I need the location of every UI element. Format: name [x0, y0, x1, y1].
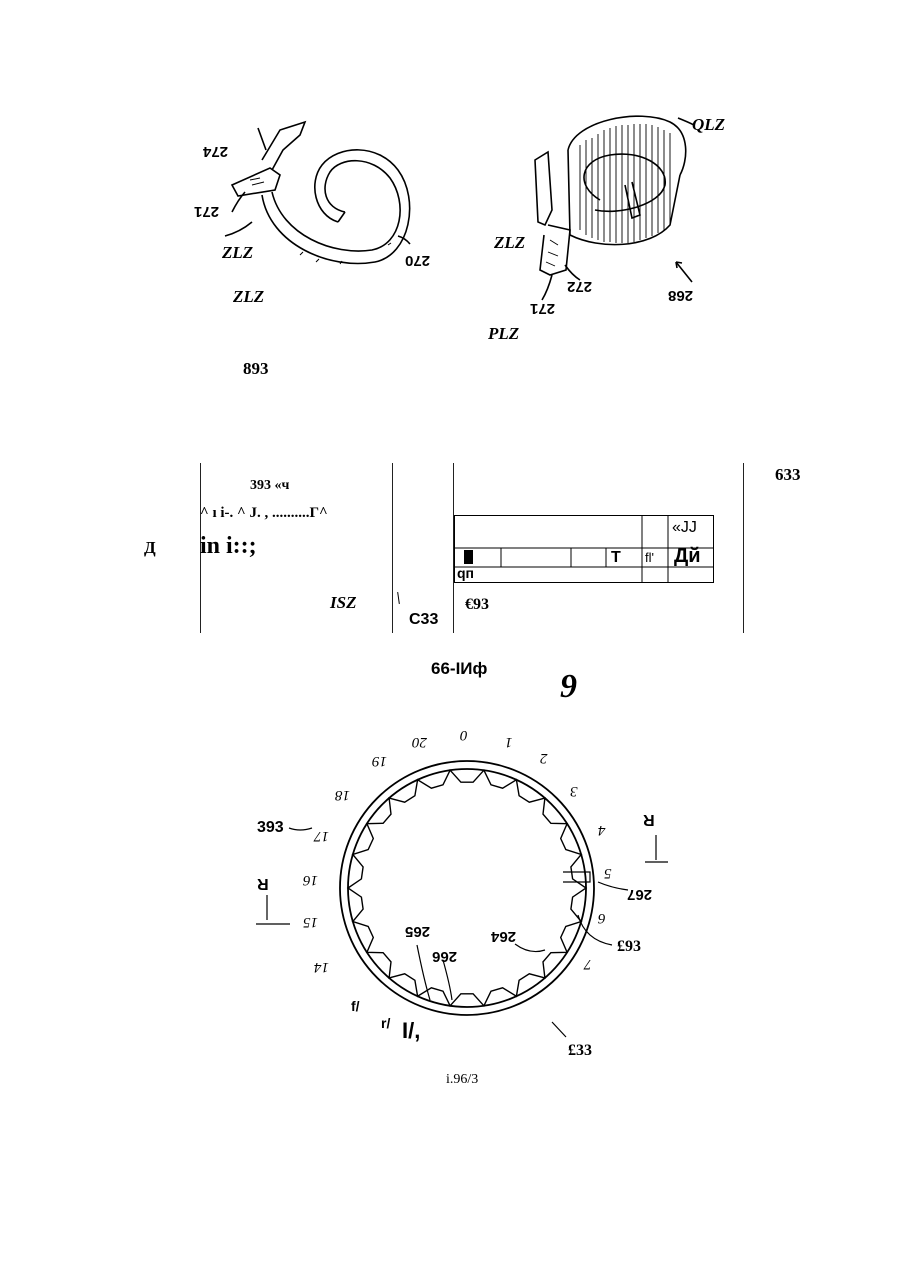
label-slash: I/, [402, 1018, 420, 1044]
ring-number-20: 20 [412, 733, 427, 750]
ring-teeth [348, 770, 586, 1006]
label-265: 265 [405, 923, 430, 940]
label-l93: £93 [617, 938, 641, 956]
ring-number-18: 18 [335, 786, 350, 803]
ring-number-r: r/ [381, 1015, 390, 1031]
label-266: 266 [432, 948, 457, 965]
ring-number-3: 3 [570, 782, 578, 799]
label-267: 267 [627, 886, 652, 903]
label-r-left: R [257, 874, 269, 892]
ring-number-17: 17 [314, 827, 329, 844]
ring-number-7: 7 [584, 955, 592, 972]
ring-number-15: 15 [303, 913, 318, 930]
label-l33: £33 [568, 1042, 592, 1060]
label-264: 264 [491, 928, 516, 945]
ring-number-0: 0 [460, 726, 468, 743]
ring-number-f: f/ [351, 998, 360, 1014]
ring-number-19: 19 [372, 752, 387, 769]
ring-number-1: 1 [505, 733, 513, 750]
label-r-right: R [643, 810, 655, 828]
label-393: 393 [257, 819, 284, 837]
ring-number-6: 6 [598, 909, 606, 926]
bottom-caption: i.96/3 [446, 1072, 478, 1088]
ring-number-4: 4 [598, 821, 606, 838]
ring-number-14: 14 [314, 958, 329, 975]
ring-number-5: 5 [604, 864, 612, 881]
ring-number-16: 16 [303, 871, 318, 888]
ring-number-2: 2 [540, 749, 548, 766]
